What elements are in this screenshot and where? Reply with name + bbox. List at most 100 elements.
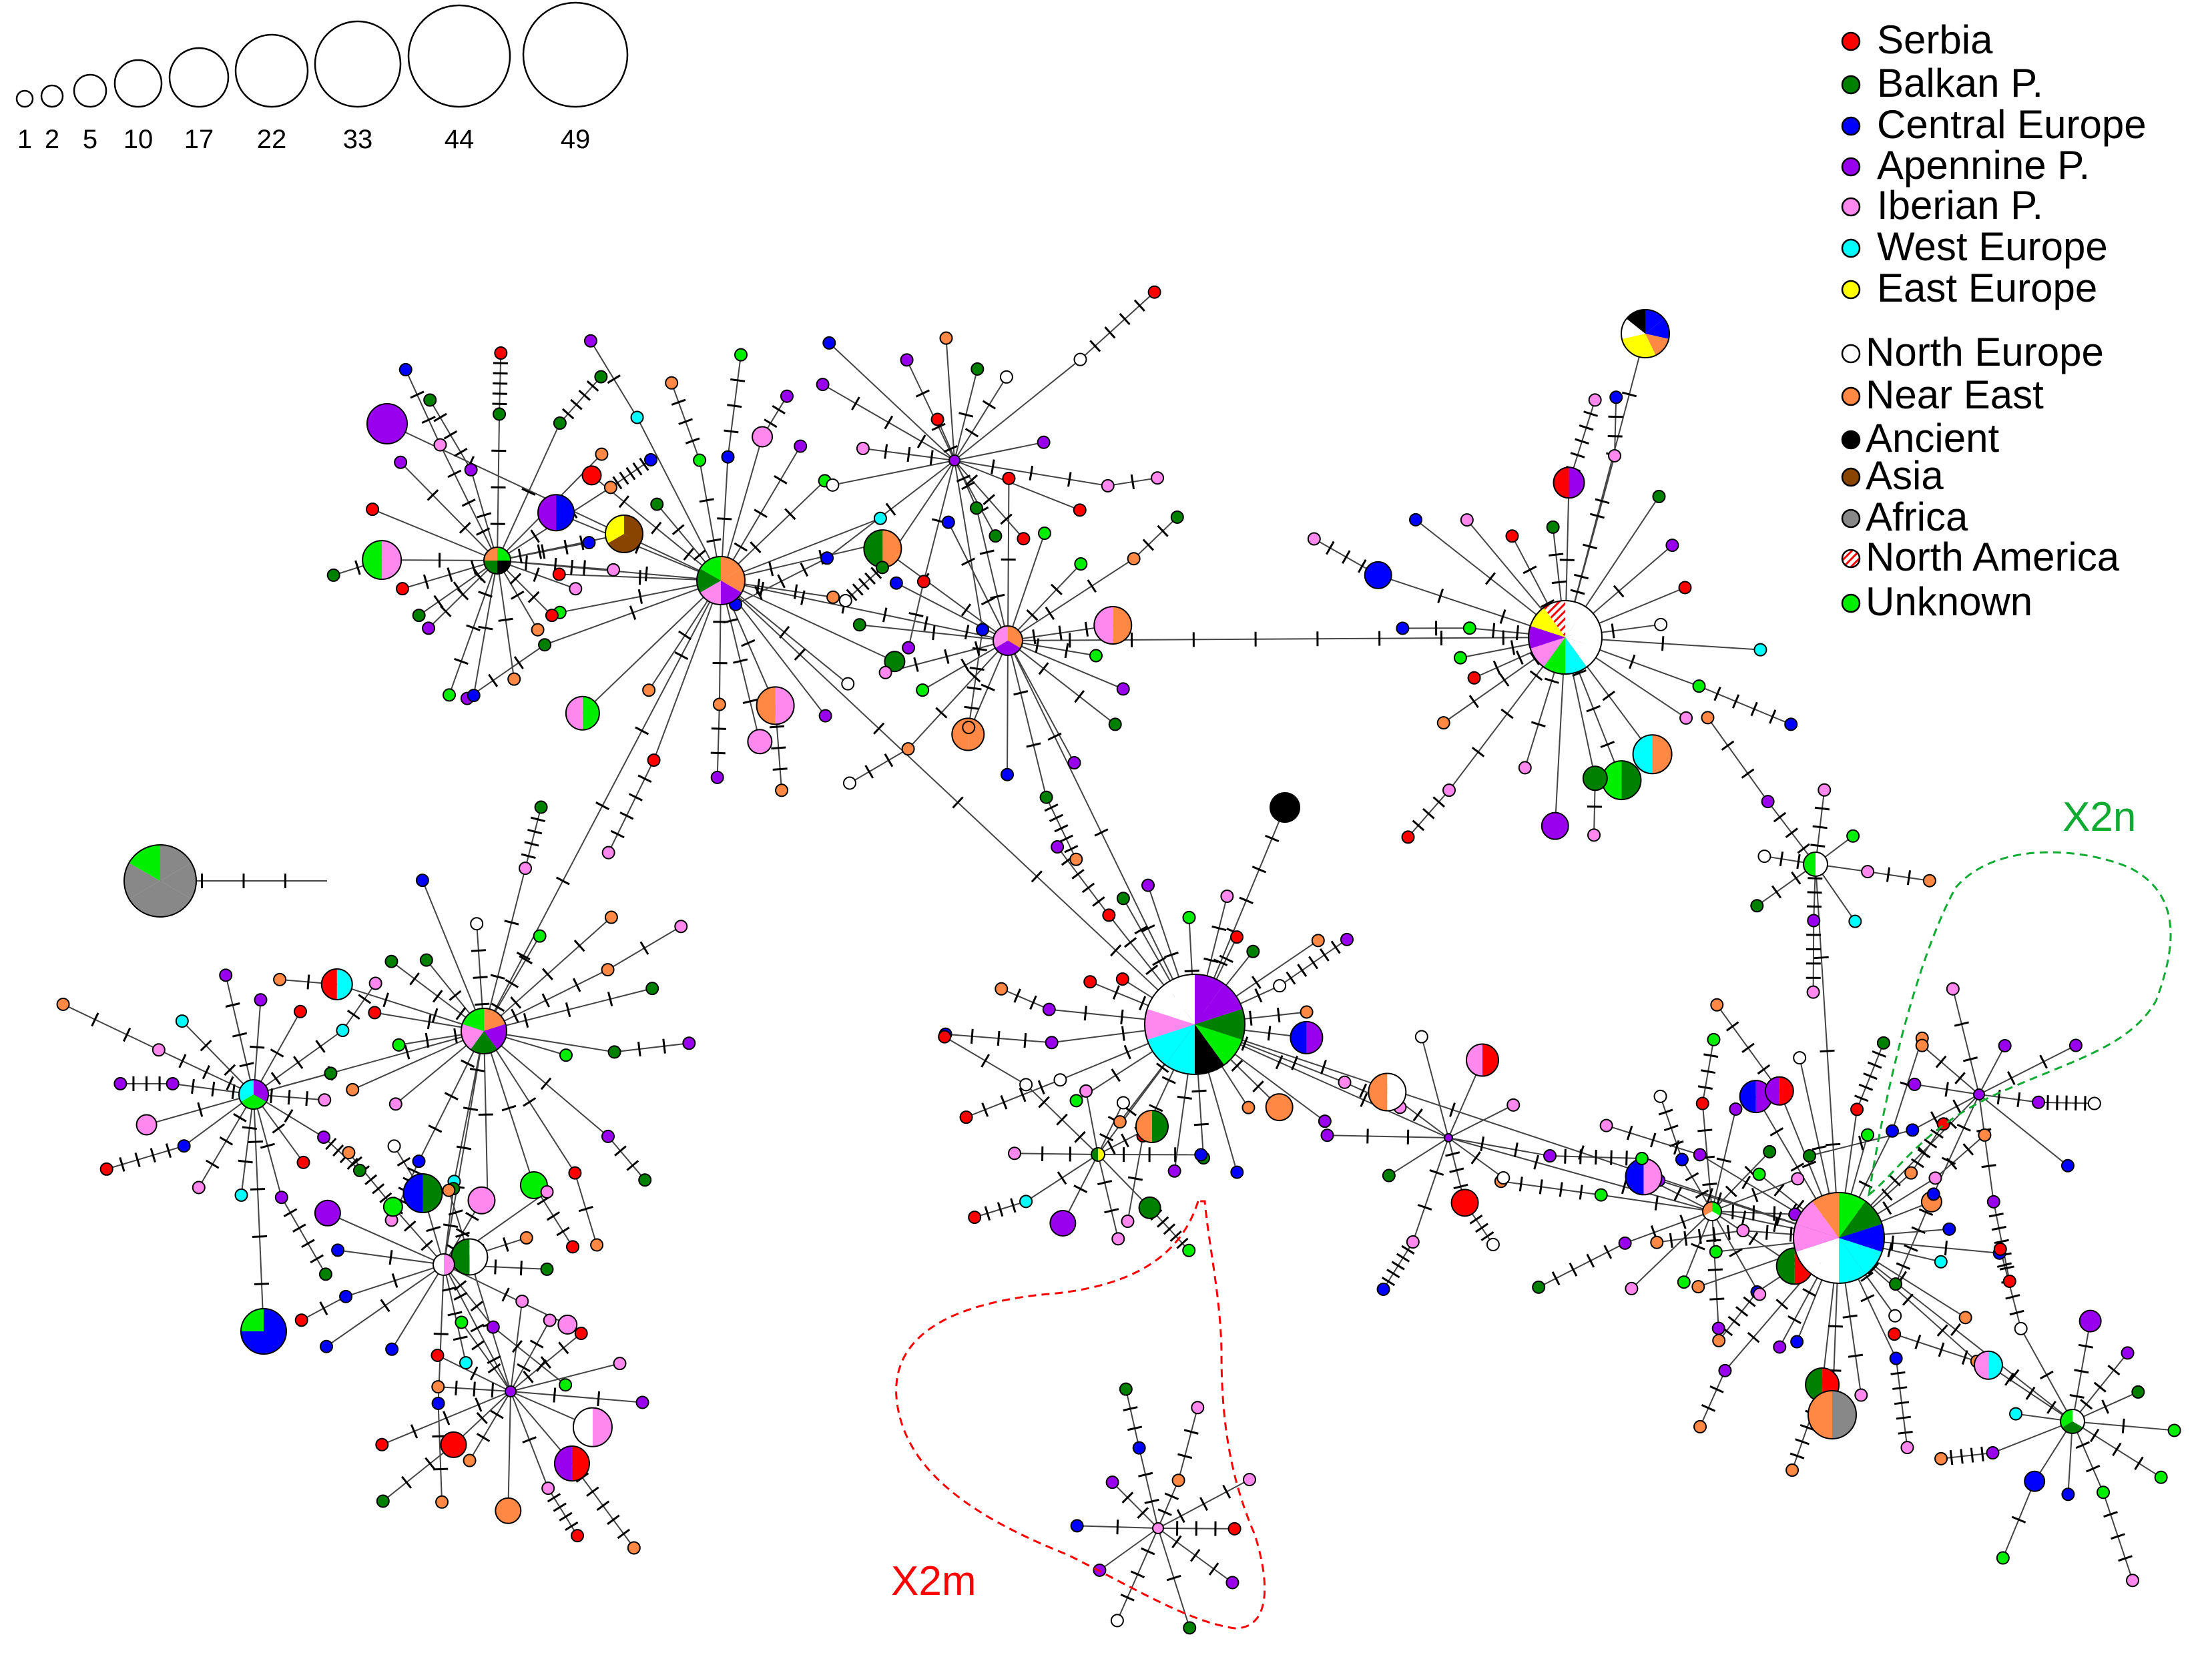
mutation-tick [1654, 1195, 1659, 1211]
mutation-tick [1541, 599, 1555, 608]
mutation-tick [2090, 1428, 2100, 1443]
mutation-tick [444, 1092, 459, 1100]
mutation-tick [455, 1228, 470, 1237]
network-edge [510, 1319, 551, 1392]
mutation-tick [443, 1411, 451, 1425]
haplotype-node [916, 575, 930, 589]
haplotype-node [1998, 1038, 2012, 1052]
mutation-tick [1810, 844, 1826, 848]
network-edge [1001, 988, 1050, 1010]
haplotype-node [971, 362, 985, 376]
network-edge [507, 1391, 511, 1511]
network-edge [1327, 1134, 1449, 1138]
haplotype-node [1695, 1096, 1709, 1110]
haplotype-node [366, 503, 380, 517]
mutation-tick [1586, 1253, 1595, 1268]
mutation-tick [969, 671, 981, 683]
mutation-tick [1515, 625, 1519, 641]
haplotype-node [794, 439, 808, 453]
hub-node [1152, 1522, 1164, 1534]
haplotype-node [388, 1097, 402, 1111]
network-edge [896, 582, 1009, 641]
mutation-tick [1858, 1083, 1874, 1091]
haplotype-node [1908, 1077, 1922, 1091]
network-edge [1007, 563, 1082, 641]
mutation-tick [754, 509, 768, 519]
mutation-tick [1449, 1167, 1464, 1173]
size-scale-label: 33 [343, 125, 373, 154]
haplotype-node [451, 1238, 489, 1276]
mutation-tick [972, 647, 987, 651]
mutation-tick [2016, 1092, 2021, 1107]
haplotype-node [590, 1238, 604, 1252]
haplotype-node [838, 594, 852, 608]
haplotype-node [999, 370, 1013, 384]
legend-swatch [1841, 197, 1861, 217]
mutation-tick [270, 1072, 281, 1085]
haplotype-node [1710, 998, 1724, 1012]
mutation-tick [509, 573, 522, 585]
mutation-tick [293, 1056, 304, 1069]
mutation-tick [884, 444, 888, 459]
haplotype-node [1618, 1236, 1632, 1250]
mutation-tick [453, 1292, 468, 1301]
mutation-tick [932, 625, 936, 641]
haplotype-node [455, 1315, 469, 1329]
haplotype-node [1460, 513, 1474, 527]
mutation-tick [380, 1299, 390, 1313]
mutation-tick [1735, 1306, 1749, 1317]
mutation-tick [931, 422, 946, 431]
haplotype-node [916, 683, 930, 697]
mutation-tick [1894, 1401, 1910, 1405]
mutation-tick [453, 1335, 468, 1341]
mutation-tick [1996, 1262, 2012, 1268]
mutation-tick [1904, 1244, 1918, 1252]
haplotype-node [1138, 1196, 1161, 1219]
haplotype-node [470, 917, 484, 931]
mutation-tick [1795, 1438, 1810, 1445]
mutation-tick [1828, 1325, 1844, 1328]
mutation-tick [1010, 1198, 1017, 1213]
mutation-tick [916, 434, 926, 448]
mutation-tick [1769, 709, 1777, 724]
mutation-tick [202, 1065, 210, 1080]
mutation-tick [471, 949, 486, 952]
network-edge [1448, 1137, 1713, 1212]
mutation-tick [1121, 1026, 1125, 1041]
network-edges [63, 291, 2175, 1628]
mutation-tick [1391, 1261, 1405, 1271]
haplotype-node [423, 393, 437, 407]
haplotype-node [900, 353, 914, 367]
haplotype-node [1609, 390, 1623, 404]
haplotype-node [826, 590, 840, 604]
mutation-tick [1661, 636, 1665, 651]
mutation-tick [2005, 1294, 2020, 1300]
mutation-tick [960, 603, 972, 617]
mutation-tick [1685, 1172, 1699, 1182]
mutation-tick [211, 1081, 216, 1097]
mutation-tick [470, 1323, 485, 1333]
haplotype-node [1553, 466, 1585, 499]
mutation-tick [431, 1008, 439, 1023]
mutation-tick [1499, 609, 1506, 624]
mutation-tick [239, 1062, 254, 1068]
x2n-group-label: X2n [2062, 794, 2136, 840]
mutation-tick [1171, 1535, 1182, 1549]
mutation-tick [503, 1237, 509, 1252]
mutation-tick [1706, 1239, 1721, 1242]
haplotype-node [2097, 1485, 2111, 1500]
mutation-tick [529, 1339, 544, 1349]
haplotype-node [1653, 1089, 1667, 1103]
mutation-tick [1083, 1006, 1087, 1021]
mutation-tick [1807, 891, 1822, 894]
haplotype-node [930, 412, 944, 426]
mutation-tick [1569, 1262, 1578, 1277]
haplotype-node [1465, 1043, 1499, 1077]
mutation-tick [958, 412, 974, 418]
mutation-tick [1064, 643, 1069, 659]
network-edge [1138, 1447, 1159, 1529]
mutation-tick [1276, 1008, 1281, 1023]
mutation-tick [906, 446, 911, 462]
mutation-tick [1239, 896, 1254, 904]
haplotype-node [1242, 1473, 1256, 1487]
